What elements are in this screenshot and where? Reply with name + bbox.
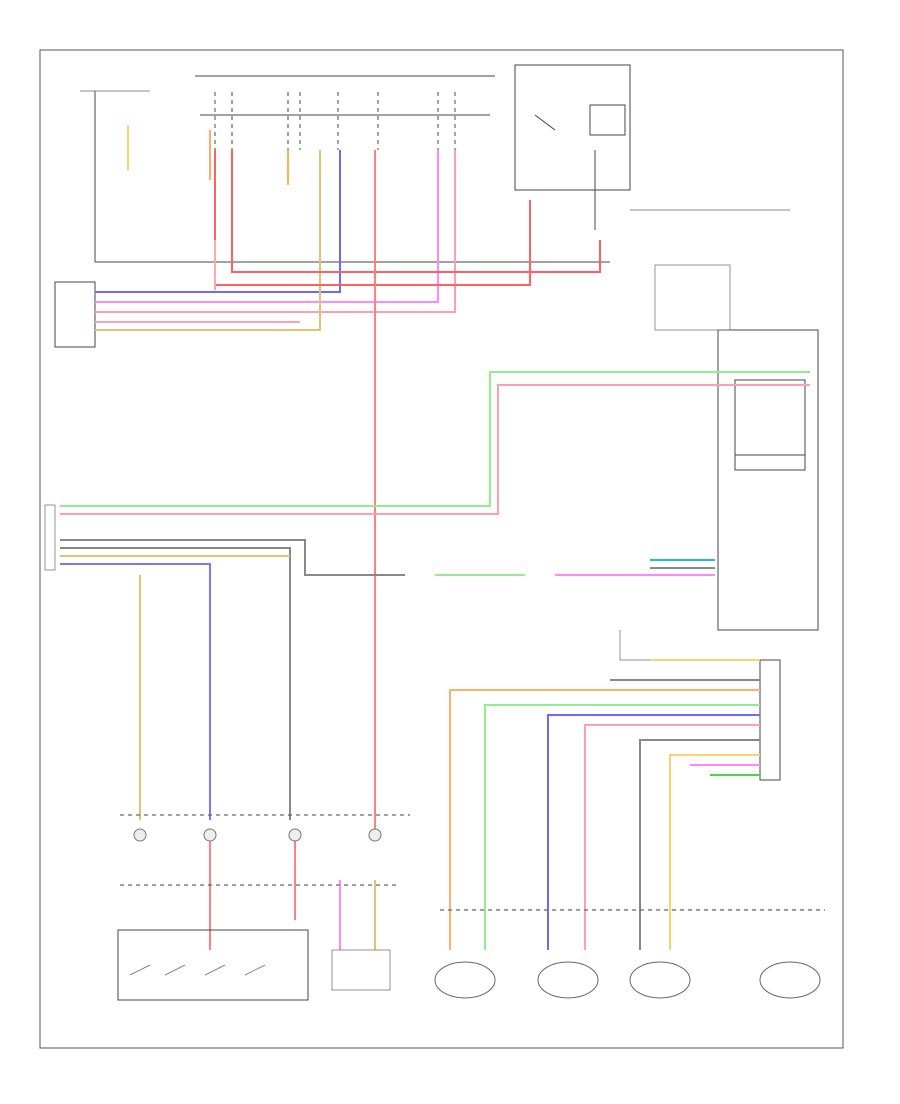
switch-box (117, 929, 391, 1001)
wire-harness (60, 125, 810, 950)
left-sensor-connector (44, 281, 96, 571)
right-module (619, 264, 819, 781)
sensor-connectors (120, 814, 410, 886)
bottom-sensors (434, 909, 825, 999)
connector-stubs (214, 92, 456, 150)
diagram-frame (39, 49, 844, 1049)
top-connector-group (80, 75, 610, 263)
relay-box (514, 64, 790, 230)
